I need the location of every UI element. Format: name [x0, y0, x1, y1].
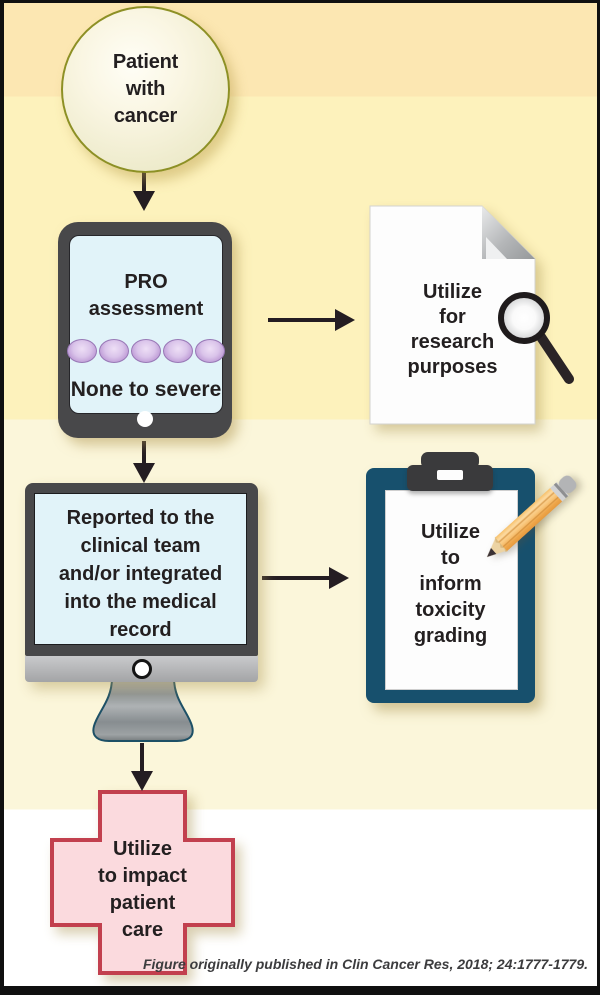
- patient-label-line: cancer: [113, 105, 178, 127]
- toxicity-label-line: Utilize: [421, 521, 480, 543]
- research-label: Utilize for research purposes: [370, 280, 535, 380]
- patient-node: Patient with cancer: [61, 6, 230, 173]
- monitor-device: Reported to the clinical team and/or int…: [25, 483, 258, 682]
- severity-dot: [67, 339, 97, 363]
- clipboard-clip: [407, 465, 493, 491]
- care-label-line: patient: [109, 892, 176, 914]
- severity-dot: [195, 339, 225, 363]
- monitor-frame: Reported to the clinical team and/or int…: [25, 483, 258, 656]
- monitor-chin: [25, 656, 258, 682]
- toxicity-label-line: to: [441, 547, 460, 569]
- arrow-monitor-to-cross: [131, 743, 153, 791]
- research-label-line: purposes: [407, 356, 498, 378]
- clipboard-paper: [385, 490, 518, 690]
- toxicity-label: Utilize to inform toxicity grading: [366, 519, 535, 649]
- patient-care-cross: [50, 790, 235, 975]
- reported-label-line: into the medical: [64, 591, 217, 613]
- arrow-tablet-to-document: [268, 309, 355, 331]
- reported-label-line: clinical team: [80, 535, 201, 557]
- toxicity-label-line: inform: [419, 573, 482, 595]
- research-label-line: for: [439, 306, 466, 328]
- pro-label-line: PRO: [124, 271, 168, 293]
- tablet-device: PRO assessment None to severe: [58, 222, 232, 438]
- pro-assessment-label: PRO assessment: [70, 269, 222, 323]
- tablet-screen: PRO assessment None to severe: [67, 235, 225, 414]
- severity-dot: [163, 339, 193, 363]
- arrow-tablet-to-monitor: [133, 441, 155, 483]
- figure-citation: Figure originally published in Clin Canc…: [142, 956, 588, 972]
- arrow-patient-to-tablet: [133, 171, 155, 211]
- patient-label-line: with: [125, 78, 166, 100]
- severity-scale-label: None to severe: [70, 378, 222, 401]
- care-label-line: Utilize: [113, 838, 172, 860]
- patient-care-label: Utilize to impact patient care: [52, 836, 233, 944]
- monitor-stand: [92, 677, 194, 742]
- patient-label-line: Patient: [112, 51, 179, 73]
- research-label-line: Utilize: [423, 281, 482, 303]
- care-label-line: care: [121, 919, 164, 941]
- patient-node-label: Patient with cancer: [113, 49, 178, 130]
- monitor-screen: Reported to the clinical team and/or int…: [34, 493, 247, 645]
- toxicity-label-line: toxicity: [415, 599, 486, 621]
- research-label-line: research: [410, 331, 495, 353]
- magnifying-glass-icon: [498, 292, 574, 384]
- clipboard-icon: [366, 452, 535, 703]
- clipboard-clip-slot: [437, 470, 463, 480]
- toxicity-label-line: grading: [413, 625, 488, 647]
- arrow-monitor-to-clipboard: [262, 567, 349, 589]
- pro-label-line: assessment: [88, 298, 204, 320]
- severity-scale-dots: [67, 339, 225, 363]
- reported-label-line: record: [109, 619, 172, 641]
- monitor-camera-dot: [131, 659, 152, 679]
- document-icon: [369, 205, 536, 425]
- pencil-icon: [487, 475, 577, 557]
- reported-label-line: and/or integrated: [58, 563, 223, 585]
- care-label-line: to impact: [98, 865, 187, 887]
- severity-dot: [99, 339, 129, 363]
- tablet-home-button: [137, 411, 153, 427]
- reported-label-line: Reported to the: [66, 507, 215, 529]
- document-fold-corner: [482, 206, 535, 259]
- severity-dot: [131, 339, 161, 363]
- clipboard-clip-handle: [421, 452, 479, 469]
